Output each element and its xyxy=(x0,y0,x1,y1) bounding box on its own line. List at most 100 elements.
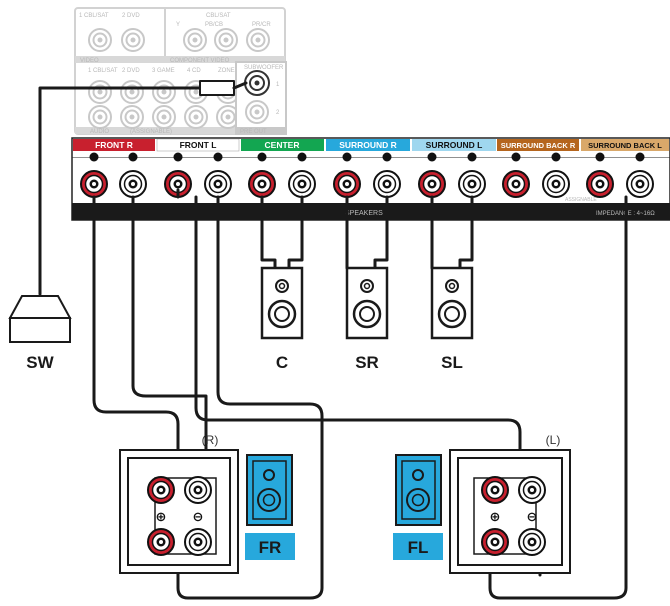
audio-jack-5 xyxy=(88,105,112,129)
fl-side-label: (L) xyxy=(546,433,561,447)
subwoofer-box xyxy=(8,295,72,343)
fr-minus-bottom-terminal[interactable] xyxy=(184,528,212,556)
center-minus-wire xyxy=(287,195,304,270)
audio-jack-3 xyxy=(152,80,176,104)
svg-text:FRONT L: FRONT L xyxy=(180,140,217,150)
component-y-label: Y xyxy=(176,22,180,28)
component-pb-label: PB/CB xyxy=(205,22,223,28)
fr-plus-top-terminal[interactable] xyxy=(147,476,175,504)
front-r-minus-wire xyxy=(131,195,208,490)
svg-text:FRONT R: FRONT R xyxy=(95,140,133,150)
surround-back-r-plus-terminal[interactable] xyxy=(502,170,530,198)
channel-header-center: CENTER xyxy=(241,139,324,151)
rca-plug xyxy=(199,80,235,96)
svg-text:SURROUND R: SURROUND R xyxy=(339,140,397,150)
c-label: C xyxy=(276,353,288,372)
surround-back-l-plus-terminal[interactable] xyxy=(586,170,614,198)
speakers-label: SPEAKERS xyxy=(345,210,383,217)
fr-minus-symbol: ⊖ xyxy=(193,510,204,525)
fr-label: FR xyxy=(259,538,282,557)
fl-minus-bottom-terminal[interactable] xyxy=(518,528,546,556)
front-l-plus-wire xyxy=(176,188,522,490)
rca-plug-tip xyxy=(232,81,248,90)
component-jack-y xyxy=(183,28,207,52)
fl-plus-bottom-terminal[interactable] xyxy=(481,528,509,556)
assignable-label: (ASSIGNABLE) xyxy=(130,129,172,135)
svg-text:SURROUND L: SURROUND L xyxy=(426,140,483,150)
fl-label-box xyxy=(393,533,443,560)
channel-header-front-r: FRONT R xyxy=(73,139,155,151)
fr-plus-symbol: ⊕ xyxy=(156,510,167,525)
audio-input-label-1: 1 CBL/SAT xyxy=(88,68,118,74)
assignable-small-label: ASSIGNABLE xyxy=(565,197,597,203)
audio-section-label: AUDIO xyxy=(90,129,109,135)
audio-input-label-2: 2 DVD xyxy=(122,68,140,74)
fl-plus-symbol: ⊕ xyxy=(490,510,501,525)
fl-plus-top-terminal[interactable] xyxy=(481,476,509,504)
center-plus-terminal[interactable] xyxy=(248,170,276,198)
center-minus-terminal[interactable] xyxy=(288,170,316,198)
surround-r-plus-terminal[interactable] xyxy=(333,170,361,198)
svg-text:SURROUND BACK L: SURROUND BACK L xyxy=(588,141,662,150)
receiver-input-panel: 1 CBL/SAT 2 DVD CBL/SAT Y PB/CB PR/CR VI… xyxy=(74,7,286,135)
fl-label: FL xyxy=(408,538,429,557)
subwoofer-preout-jack-1[interactable] xyxy=(244,70,270,96)
speaker-sr xyxy=(345,266,389,340)
speaker-c xyxy=(260,266,304,340)
audio-jack-1 xyxy=(88,80,112,104)
video-jack-2 xyxy=(121,28,145,52)
audio-input-label-3: 3 GAME xyxy=(152,68,175,74)
front-r-plus-terminal[interactable] xyxy=(80,170,108,198)
center-plus-wire xyxy=(260,195,277,270)
sl-label: SL xyxy=(441,353,463,372)
channel-header-front-l: FRONT L xyxy=(156,138,240,152)
fr-side-label: (R) xyxy=(202,433,219,447)
fr-plus-bottom-terminal[interactable] xyxy=(147,528,175,556)
fl-minus-top-terminal[interactable] xyxy=(518,476,546,504)
channel-header-surround-r: SURROUND R xyxy=(326,139,410,151)
surround-back-r-minus-terminal[interactable] xyxy=(542,170,570,198)
component-jack-pb xyxy=(214,28,238,52)
polarity-marks xyxy=(89,152,645,162)
preout-panel: PRE OUT SUBWOOFER 1 2 xyxy=(235,61,287,135)
preout-2-label: 2 xyxy=(276,110,280,116)
video-section-label: VIDEO xyxy=(80,58,99,64)
front-r-plus-wire xyxy=(92,195,180,490)
channel-header-surround-l: SURROUND L xyxy=(412,139,496,151)
front-l-minus-terminal[interactable] xyxy=(204,170,232,198)
surround-back-l-wire xyxy=(488,195,628,600)
surround-back-l-minus-terminal[interactable] xyxy=(626,170,654,198)
subwoofer-preout-jack-2 xyxy=(245,100,269,124)
sr-label: SR xyxy=(355,353,379,372)
surround-l-minus-terminal[interactable] xyxy=(458,170,486,198)
audio-jack-2 xyxy=(120,80,144,104)
channel-header-surround-back-l: SURROUND BACK L xyxy=(581,139,669,151)
fr-terminal-block: ⊕ ⊖ xyxy=(119,449,239,574)
component-section-label: COMPONENT VIDEO xyxy=(170,58,230,64)
surround-r-minus-terminal[interactable] xyxy=(373,170,401,198)
sw-label: SW xyxy=(26,353,54,372)
component-pr-label: PR/CR xyxy=(252,22,271,28)
fr-minus-top-terminal[interactable] xyxy=(184,476,212,504)
component-input-label: CBL/SAT xyxy=(206,13,231,19)
front-r-minus-terminal[interactable] xyxy=(119,170,147,198)
speaker-sl xyxy=(430,266,474,340)
surround-l-plus-terminal[interactable] xyxy=(418,170,446,198)
svg-text:SURROUND BACK R: SURROUND BACK R xyxy=(501,141,576,150)
svg-text:CENTER: CENTER xyxy=(265,140,300,150)
audio-jack-7 xyxy=(152,105,176,129)
audio-input-label-4: 4 CD xyxy=(187,68,201,74)
zone2-label: ZONE2 xyxy=(218,68,239,74)
subwoofer-label: SUBWOOFER xyxy=(244,65,284,71)
fl-speaker-icon xyxy=(395,454,442,526)
fr-label-box xyxy=(245,533,295,560)
audio-jack-6 xyxy=(120,105,144,129)
fl-terminal-block: ⊕ ⊖ xyxy=(449,449,571,574)
audio-jack-8 xyxy=(184,105,208,129)
channel-header-surround-back-r: SURROUND BACK R xyxy=(497,139,579,151)
preout-1-label: 1 xyxy=(276,82,280,88)
video-jack-1 xyxy=(88,28,112,52)
fr-speaker-icon xyxy=(246,454,293,526)
front-l-minus-wire xyxy=(176,195,324,600)
